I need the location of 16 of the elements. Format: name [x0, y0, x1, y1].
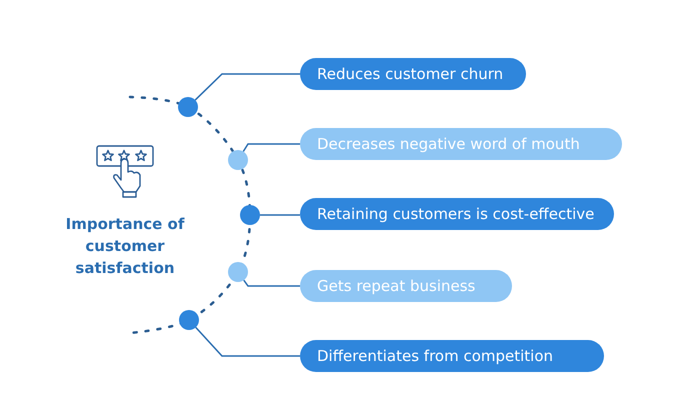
point-pill: Decreases negative word of mouth [300, 128, 622, 160]
bullet-dot [228, 150, 248, 170]
connector-line [260, 214, 300, 216]
connector-line [194, 73, 300, 101]
connector-line [242, 143, 300, 152]
bullet-dot [179, 310, 199, 330]
point-pill: Retaining customers is cost-effective [300, 198, 614, 230]
point-pill: Differentiates from competition [300, 340, 604, 372]
bullet-dot [228, 262, 248, 282]
bullet-dot [240, 205, 260, 225]
point-pill: Reduces customer churn [300, 58, 526, 90]
point-pill: Gets repeat business [300, 270, 512, 302]
connector-line [195, 326, 300, 357]
connector-line [243, 280, 300, 287]
heading: Importance of customer satisfaction [64, 214, 186, 279]
bullet-dot [178, 97, 198, 117]
